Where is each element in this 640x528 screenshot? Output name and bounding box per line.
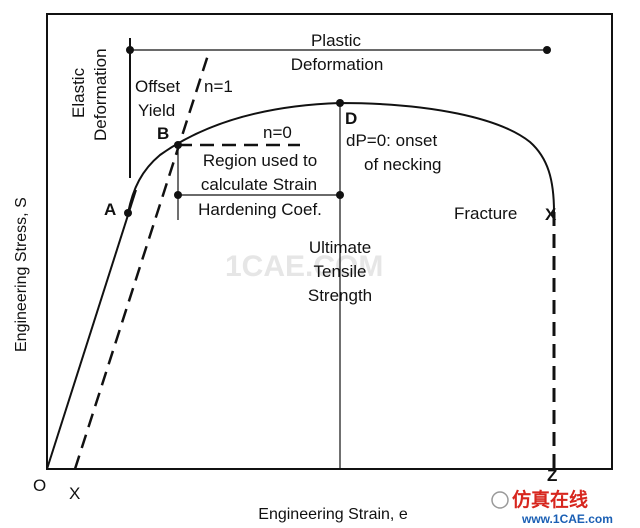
region-end-dot: [336, 191, 344, 199]
region-label-line3: Hardening Coef.: [198, 200, 322, 219]
region-corner-dot: [174, 191, 182, 199]
point-a-label: A: [104, 200, 116, 219]
point-x-label: X: [545, 205, 557, 224]
necking-label-line1: dP=0: onset: [346, 131, 437, 150]
elastic-label-line2: Deformation: [91, 48, 110, 141]
offset-yield-label-line1: Offset: [135, 77, 180, 96]
point-b-label: B: [157, 124, 169, 143]
brand-watermark: 仿真在线 www.1CAE.com: [491, 488, 613, 526]
y-axis-label: Engineering Stress, S: [13, 197, 30, 352]
brand-url-text: www.1CAE.com: [521, 512, 613, 526]
watermark-center: 1CAE.COM: [225, 250, 383, 283]
plot-frame: [46, 13, 613, 470]
necking-label-line2: of necking: [364, 155, 442, 174]
uts-label-line1: Ultimate: [309, 238, 371, 257]
fracture-label: Fracture: [454, 204, 517, 223]
plastic-span-end-dot: [543, 46, 551, 54]
offset-yield-label-line2: Yield: [138, 101, 175, 120]
origin-label: O: [33, 476, 46, 495]
point-a-dot: [124, 209, 132, 217]
x-axis-label: Engineering Strain, e: [258, 506, 408, 523]
plastic-label-line2: Deformation: [291, 55, 384, 74]
n1-label: n=1: [204, 77, 233, 96]
elastic-line: [46, 189, 137, 470]
brand-logo-text: 仿真在线: [512, 488, 588, 511]
uts-label-line3: Strength: [308, 286, 372, 305]
offset-yield-line: [73, 54, 210, 470]
plastic-span-start-dot: [126, 46, 134, 54]
plastic-label-line1: Plastic: [311, 31, 362, 50]
wechat-icon: [491, 491, 509, 509]
x-offset-label: X: [69, 484, 80, 503]
point-d-dot: [336, 99, 344, 107]
point-b-dot: [174, 141, 182, 149]
uts-label-line2: Tensile: [314, 262, 367, 281]
point-z-label: Z: [547, 466, 557, 485]
point-d-label: D: [345, 109, 357, 128]
region-label-line2: calculate Strain: [201, 175, 317, 194]
region-label-line1: Region used to: [203, 151, 317, 170]
n0-label: n=0: [263, 123, 292, 142]
elastic-label-line1: Elastic: [69, 67, 88, 118]
